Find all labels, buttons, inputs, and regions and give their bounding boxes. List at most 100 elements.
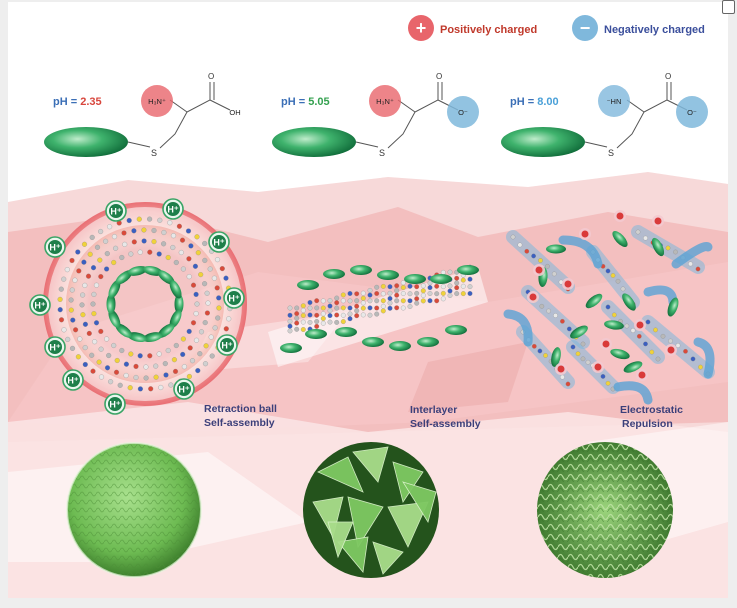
atom-dot	[340, 312, 346, 318]
atom-dot	[347, 291, 353, 296]
atom-dot	[334, 295, 340, 301]
left-caption-line1: Retraction ball	[204, 403, 277, 415]
atom-dot	[543, 353, 548, 358]
atom-dot	[167, 220, 173, 226]
interlayer	[268, 264, 488, 367]
legend: + Positively charged − Negatively charge…	[408, 15, 705, 41]
atom-dot	[531, 253, 536, 259]
atom-dot	[141, 238, 147, 244]
atom-dot	[447, 293, 453, 298]
atom-dot	[347, 298, 353, 304]
proton-icon: H⁺	[105, 200, 127, 222]
green-disc	[417, 337, 439, 347]
bond-line	[584, 141, 608, 148]
atom-dot	[64, 267, 70, 273]
atom-dot	[207, 266, 213, 272]
corner-button[interactable]	[722, 0, 735, 14]
green-disc	[127, 265, 148, 276]
atom-dot	[111, 342, 117, 349]
atom-dot	[454, 285, 460, 291]
charge-dot	[602, 340, 610, 348]
atom-dot	[202, 281, 208, 287]
atom-dot	[347, 316, 353, 322]
atom-dot	[454, 280, 460, 286]
proton-label: H⁺	[213, 238, 224, 248]
green-disc	[108, 279, 121, 299]
charge-dot	[564, 280, 572, 288]
atom-dot	[186, 256, 192, 262]
proton-icon: H⁺	[223, 287, 245, 309]
proton-label: H⁺	[34, 301, 45, 311]
atom-dot	[636, 333, 642, 339]
atom-dot	[294, 326, 300, 332]
proton-core	[48, 340, 62, 354]
atom-dot	[58, 286, 64, 292]
atom-dot	[151, 239, 157, 245]
sulfur-label: S	[379, 148, 385, 158]
atom-dot	[374, 298, 380, 304]
atom-dot	[82, 345, 88, 351]
atom-dot	[93, 320, 100, 326]
atom-dot	[113, 369, 120, 375]
atom-dot	[434, 283, 440, 289]
green-disc	[546, 244, 566, 254]
atom-dot	[400, 298, 406, 304]
atom-dot	[624, 323, 630, 329]
atom-dot	[294, 320, 300, 326]
atom-dot	[354, 298, 360, 304]
atom-dot	[92, 339, 98, 345]
atom-dot	[307, 305, 313, 311]
proton-core	[166, 202, 180, 216]
ph-value: 5.05	[308, 96, 329, 108]
atom-dot	[307, 300, 313, 305]
atom-dot	[643, 235, 648, 241]
atom-dot	[320, 305, 326, 311]
atom-dot	[447, 283, 453, 289]
charge-dot	[557, 365, 565, 373]
atom-dot	[367, 312, 373, 318]
sulfur-label: S	[608, 148, 614, 158]
sem-flake	[317, 456, 364, 493]
atom-dot	[223, 326, 229, 332]
atom-dot	[131, 228, 137, 234]
atom-dot	[407, 298, 413, 304]
atom-dot	[635, 229, 641, 235]
negative-charge-icon	[447, 96, 479, 128]
atom-dot	[193, 311, 199, 317]
proton-icon: H⁺	[62, 369, 84, 391]
atom-dot	[400, 285, 406, 290]
charge-dot	[616, 212, 624, 220]
atom-dot	[467, 284, 473, 290]
atom-dot	[360, 290, 366, 296]
atom-dot	[77, 336, 83, 342]
atom-dot	[179, 237, 186, 243]
retraction-ball-sem	[66, 442, 202, 578]
atom-dot	[68, 297, 74, 303]
atom-dot	[294, 305, 300, 311]
atom-dot	[137, 249, 143, 255]
green-disc	[612, 231, 628, 247]
atom-dot	[127, 385, 133, 391]
atom-dot	[187, 345, 193, 351]
proton-icon: H⁺	[44, 236, 66, 258]
atom-dot	[354, 313, 360, 319]
atom-dot	[173, 342, 179, 349]
atom-dot	[195, 368, 201, 374]
atom-dot	[565, 381, 571, 387]
ph-value: 8.00	[537, 96, 558, 108]
atom-dot	[90, 301, 96, 307]
atom-dot	[180, 351, 186, 357]
atom-dot	[73, 327, 79, 333]
green-carrier-ellipse	[44, 127, 128, 157]
proton-icons: H⁺H⁺H⁺H⁺H⁺H⁺H⁺H⁺H⁺H⁺H⁺	[29, 198, 245, 415]
positive-legend-icon: +	[408, 15, 434, 41]
proton-core	[212, 235, 226, 249]
green-disc	[169, 279, 182, 299]
atom-dot	[65, 336, 71, 342]
atom-dot	[546, 308, 551, 314]
carbonyl-label: O	[665, 72, 671, 81]
electrostatic-sem	[537, 442, 673, 578]
atom-dot	[334, 300, 340, 306]
atom-dot	[394, 283, 400, 289]
atom-dot	[387, 296, 393, 301]
